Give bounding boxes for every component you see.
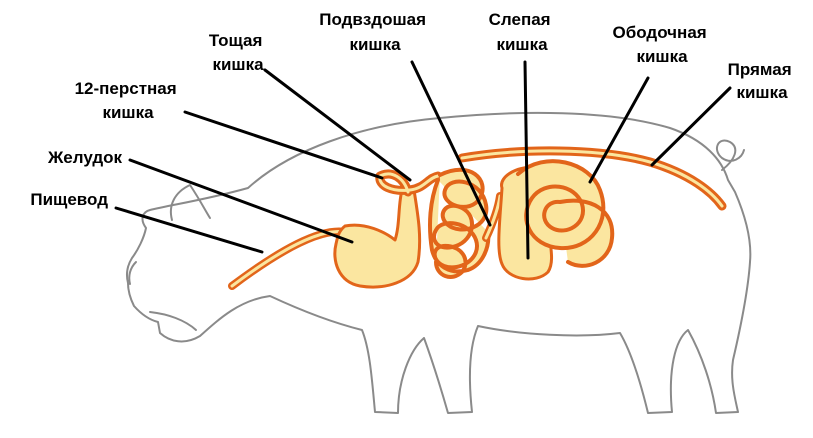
stomach-shape bbox=[335, 190, 420, 287]
label-duodenum-line1: 12-перстная bbox=[75, 79, 177, 98]
label-rectum-line1: Прямая bbox=[728, 60, 792, 79]
label-colon-line2: кишка bbox=[636, 47, 688, 66]
label-jejunum-line1: Тощая bbox=[209, 31, 263, 50]
label-esophagus: Пищевод bbox=[30, 190, 108, 209]
label-cecum-line2: кишка bbox=[496, 35, 548, 54]
label-cecum-line1: Слепая bbox=[489, 10, 551, 29]
label-jejunum: Тощая кишка bbox=[209, 31, 267, 74]
label-colon-line1: Ободочная bbox=[613, 23, 707, 42]
label-rectum: Прямая кишка bbox=[728, 60, 797, 102]
digestive-tract bbox=[232, 151, 722, 287]
label-duodenum-line2: кишка bbox=[102, 103, 154, 122]
label-colon: Ободочная кишка bbox=[613, 23, 712, 66]
label-esophagus-line1: Пищевод bbox=[30, 190, 108, 209]
label-ileum: Подвздошая кишка bbox=[319, 10, 431, 54]
label-ileum-line1: Подвздошая bbox=[319, 10, 426, 29]
leader-colon bbox=[590, 78, 648, 182]
label-jejunum-line2: кишка bbox=[212, 55, 264, 74]
pig-snout bbox=[129, 262, 136, 284]
small-intestine-coils bbox=[430, 170, 488, 277]
leader-duodenum bbox=[185, 112, 382, 178]
esophagus-tube-edge bbox=[232, 232, 345, 286]
leader-stomach bbox=[130, 160, 352, 242]
label-rectum-line2: кишка bbox=[736, 83, 788, 102]
leader-esophagus bbox=[116, 208, 262, 252]
label-ileum-line2: кишка bbox=[349, 35, 401, 54]
label-stomach-line1: Желудок bbox=[47, 148, 123, 167]
label-duodenum: 12-перстная кишка bbox=[75, 79, 182, 122]
label-cecum: Слепая кишка bbox=[489, 10, 556, 54]
label-stomach: Желудок bbox=[47, 148, 123, 167]
